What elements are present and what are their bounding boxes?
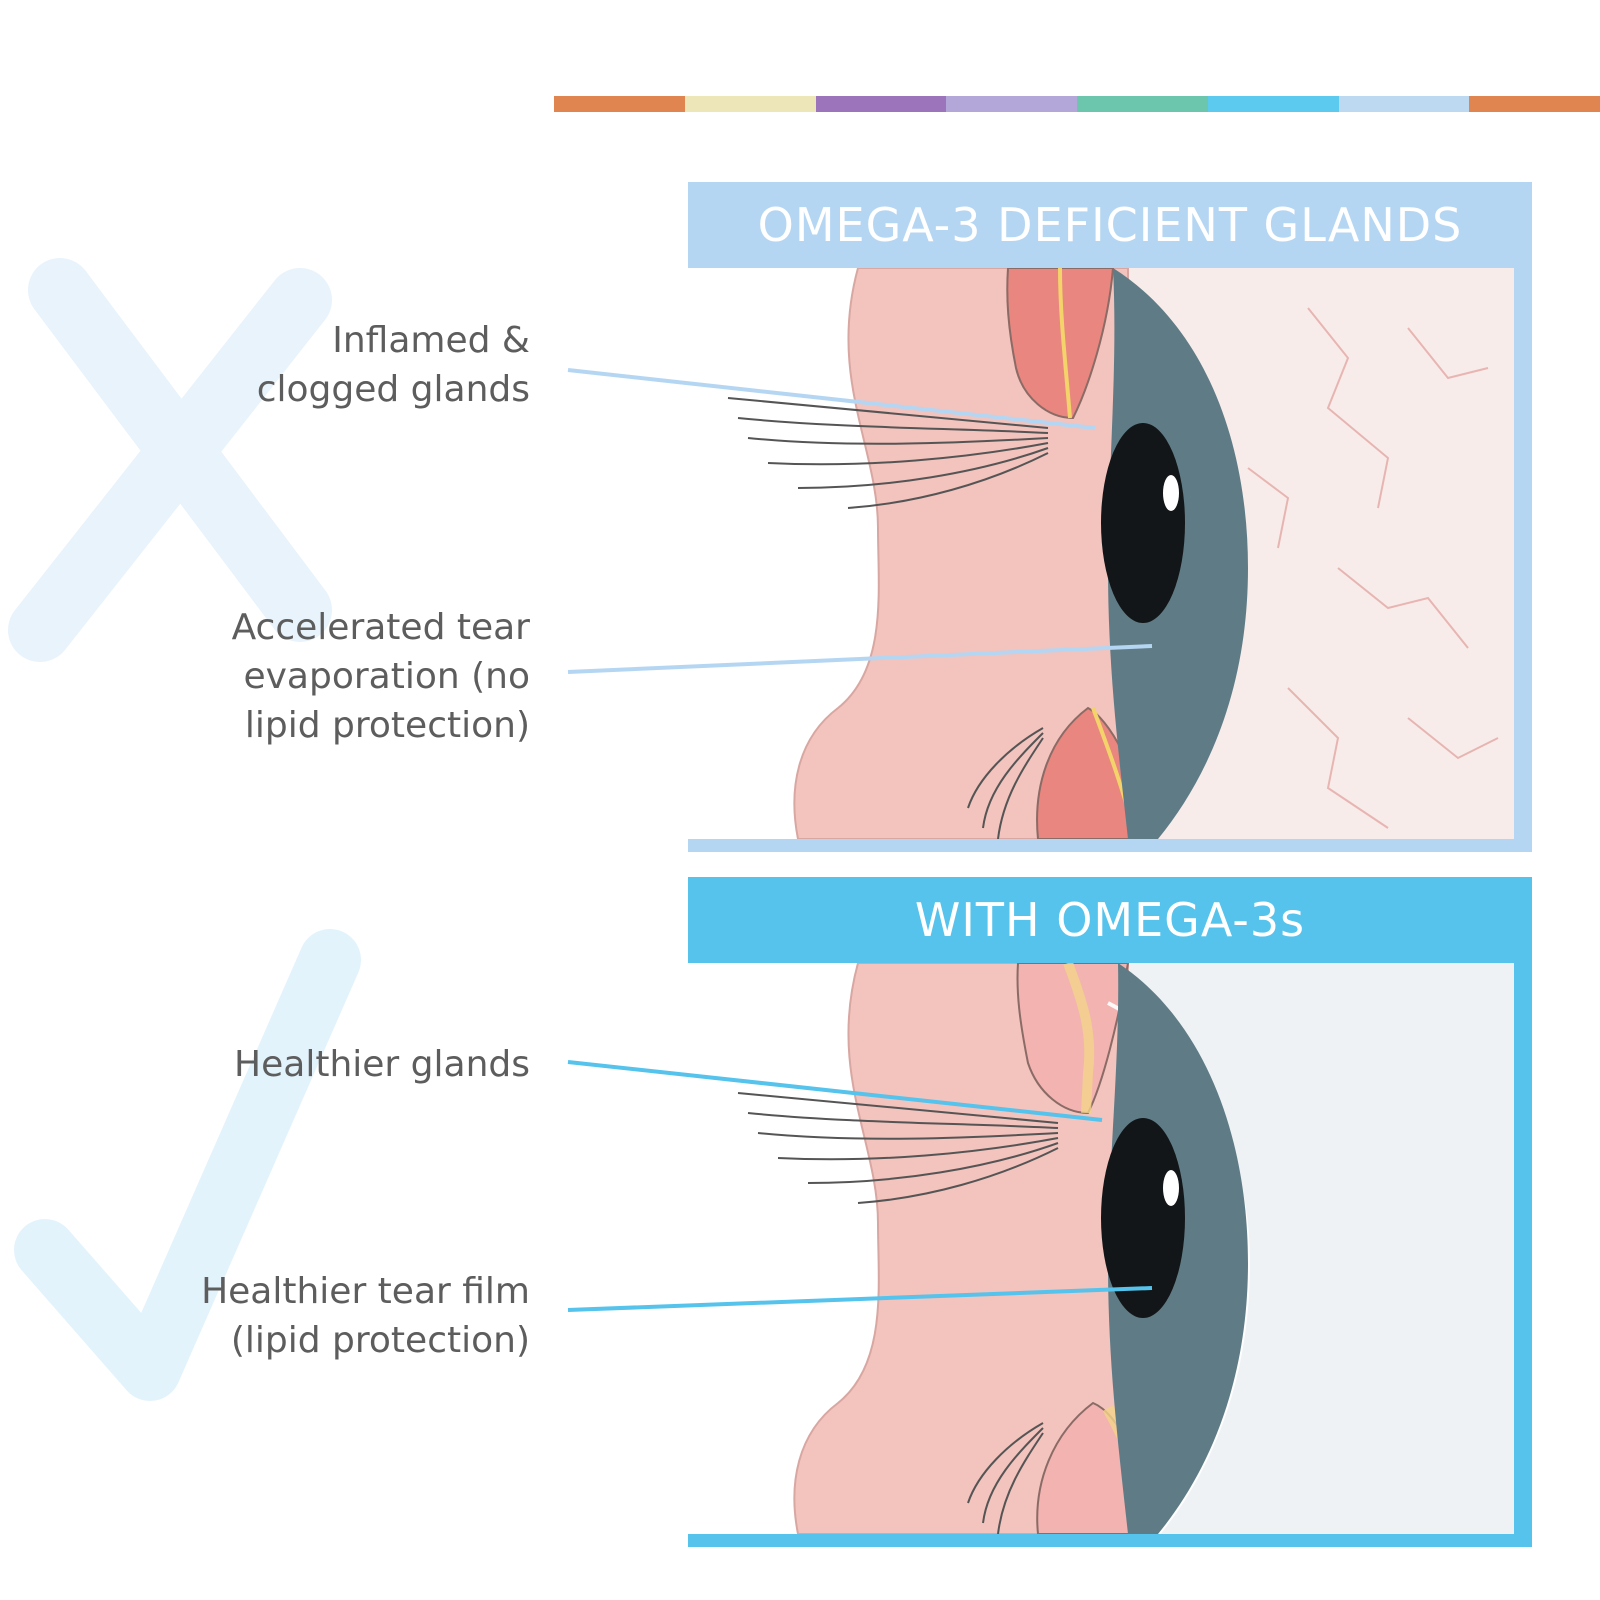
callout-healthier-tear-film: Healthier tear film (lipid protection): [110, 1267, 530, 1365]
strip-segment: [1338, 96, 1470, 112]
deficient-panel: OMEGA-3 DEFICIENT GLANDS: [688, 182, 1532, 852]
deficient-panel-header: OMEGA-3 DEFICIENT GLANDS: [688, 182, 1532, 268]
strip-segment: [815, 96, 947, 112]
pupil: [1101, 1118, 1185, 1318]
background-marks: [8, 258, 361, 1401]
blood-vessels: [1247, 307, 1499, 829]
x-mark-icon: [8, 258, 332, 662]
check-mark-icon: [14, 929, 361, 1401]
strip-segment: [1077, 96, 1208, 112]
callout-line: lipid protection): [244, 705, 530, 746]
strip-segment: [946, 96, 1077, 112]
callout-line: clogged glands: [256, 369, 530, 410]
deficient-panel-title: OMEGA-3 DEFICIENT GLANDS: [757, 198, 1463, 252]
callout-inflamed-glands: Inflamed & clogged glands: [110, 316, 530, 414]
color-strip: [554, 96, 1600, 112]
callout-line: Inflamed &: [332, 320, 530, 361]
lower-lashes: [967, 727, 1044, 840]
lower-lashes: [967, 1422, 1044, 1535]
callout-line: Accelerated tear: [231, 607, 530, 648]
callout-line: evaporation (no: [243, 656, 530, 697]
strip-segment: [684, 96, 816, 112]
callout-healthier-glands: Healthier glands: [110, 1040, 530, 1089]
pupil: [1101, 423, 1185, 623]
strip-segment: [554, 96, 685, 112]
callout-line: (lipid protection): [230, 1320, 530, 1361]
healthy-panel-header: WITH OMEGA-3s: [688, 877, 1532, 963]
deficient-eye-illustration: [688, 268, 1532, 852]
callout-line: Healthier tear film: [201, 1271, 530, 1312]
strip-segment: [1469, 96, 1600, 112]
healthy-panel: WITH OMEGA-3s: [688, 877, 1532, 1547]
callout-line: Healthier glands: [234, 1044, 530, 1085]
healthy-eye-illustration: [688, 963, 1532, 1547]
healthy-panel-title: WITH OMEGA-3s: [914, 893, 1306, 947]
strip-segment: [1207, 96, 1339, 112]
callout-tear-evaporation: Accelerated tear evaporation (no lipid p…: [110, 603, 530, 750]
